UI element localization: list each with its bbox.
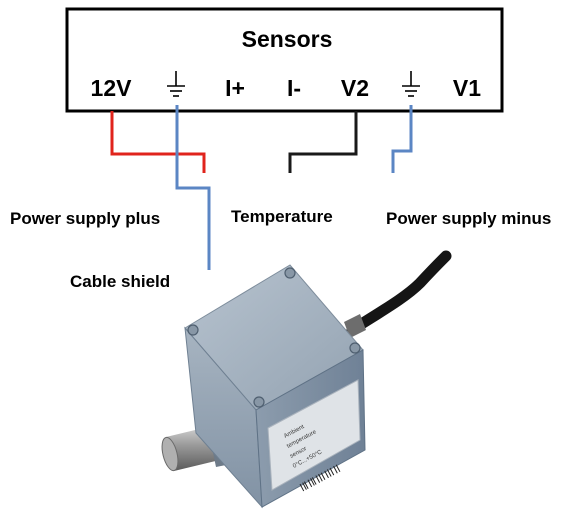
screw-icon xyxy=(349,342,361,354)
label-power-supply-plus: Power supply plus xyxy=(10,209,160,228)
ground-symbol-icon xyxy=(402,71,420,97)
terminal-v1: V1 xyxy=(453,75,481,101)
terminal-v2: V2 xyxy=(341,75,369,101)
wire-cable-shield xyxy=(175,105,211,270)
sensor-housing-photo: Ambient temperature sensor 0°C...+50°C xyxy=(161,250,452,509)
device-label-sticker xyxy=(267,379,361,491)
cable-gland xyxy=(344,314,366,338)
wires xyxy=(110,105,413,270)
terminal-12v: 12V xyxy=(91,75,133,101)
label-temperature: Temperature xyxy=(231,207,333,226)
screw-icon xyxy=(253,396,265,408)
terminal-block: Sensors 12V I+ I- V2 V1 xyxy=(65,7,504,113)
screw-icon xyxy=(187,324,199,336)
terminal-block-frame xyxy=(65,7,504,113)
screw-icon xyxy=(284,267,296,279)
lid-screws xyxy=(187,267,361,408)
label-power-supply-minus: Power supply minus xyxy=(386,209,551,228)
label-cable-shield: Cable shield xyxy=(70,272,170,291)
terminal-i-minus: I- xyxy=(287,75,301,101)
wire-temperature xyxy=(288,111,358,173)
sticker-barcode xyxy=(299,464,341,492)
wire-power-minus xyxy=(391,105,413,173)
wire-power-plus xyxy=(110,111,206,173)
sensor-shaft-end xyxy=(161,436,179,472)
ground-symbol-icon xyxy=(167,71,185,97)
terminal-i-plus: I+ xyxy=(225,75,245,101)
sensor-cable xyxy=(346,250,452,336)
terminal-block-title: Sensors xyxy=(242,26,333,52)
